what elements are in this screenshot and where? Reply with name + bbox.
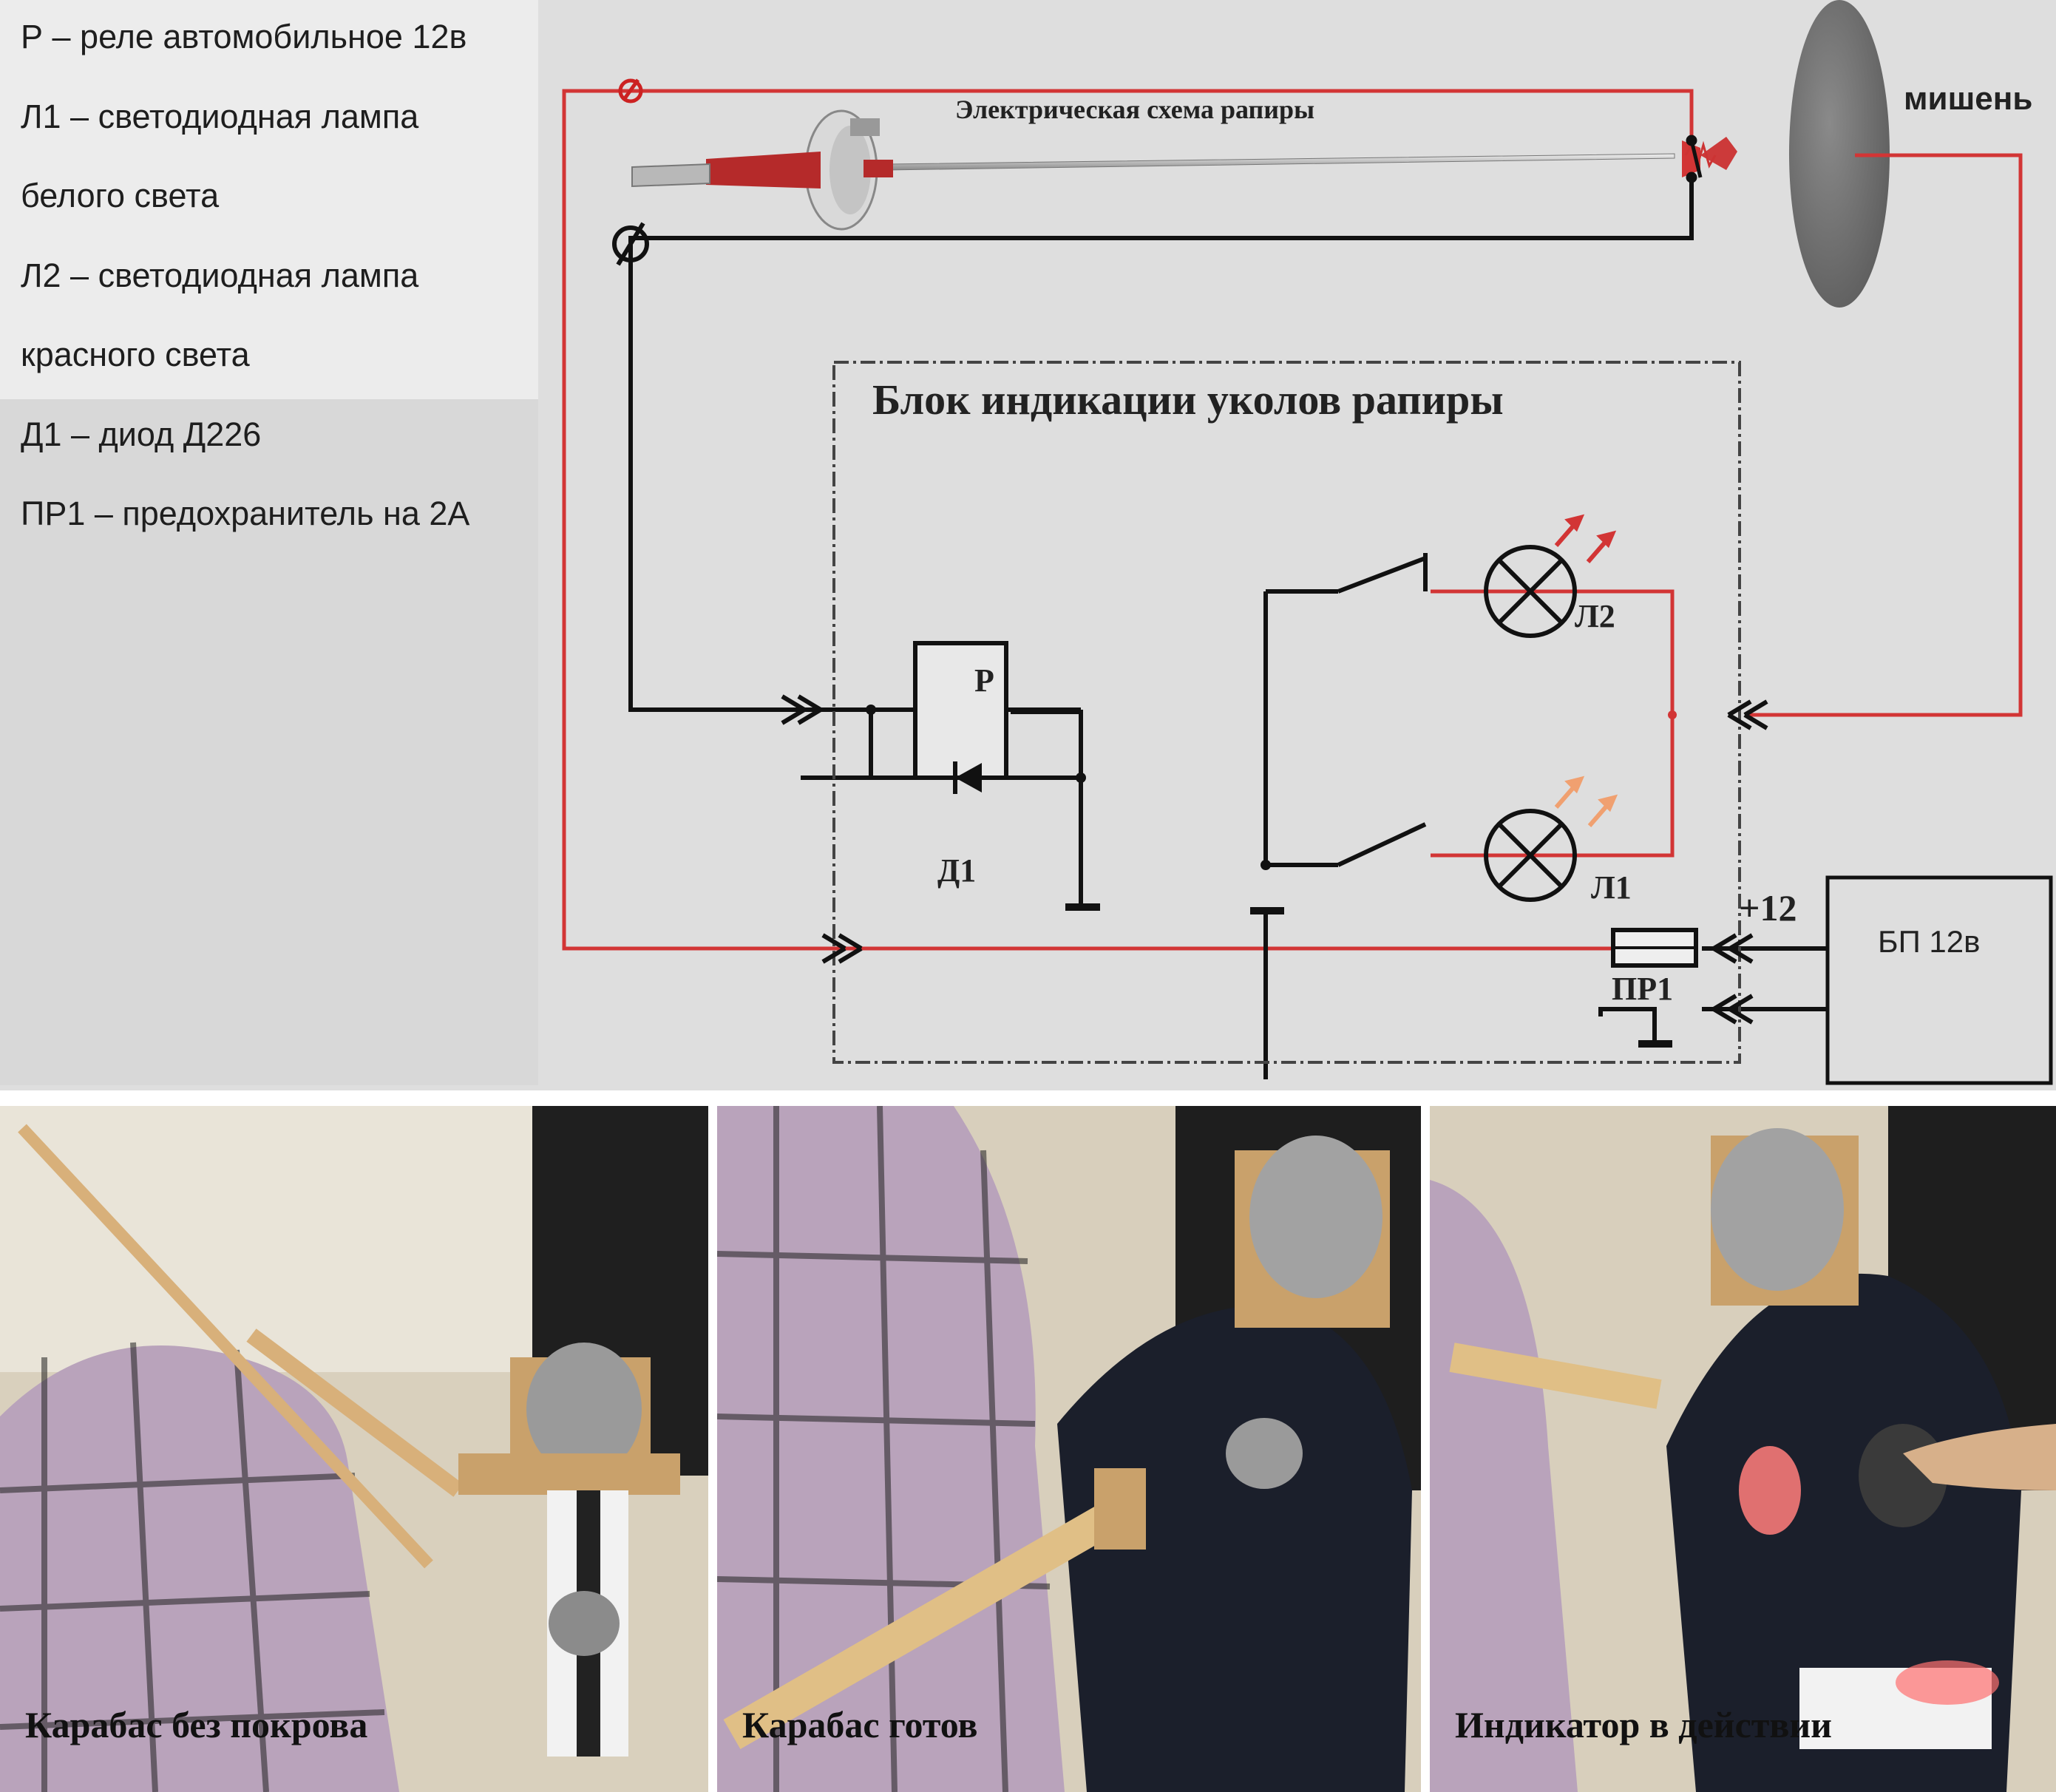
legend-item: красного света xyxy=(21,336,250,373)
lamp-2-label: Л2 xyxy=(1575,598,1615,634)
target-disc: мишень xyxy=(1789,0,2032,308)
connector-symbols xyxy=(618,78,643,103)
lamp-1 xyxy=(1484,775,1618,902)
relay-label: Р xyxy=(974,662,994,699)
fuse-label: ПР1 xyxy=(1612,971,1673,1007)
photo-caption: Индикатор в действии xyxy=(1455,1704,1832,1745)
photo-image xyxy=(0,1106,708,1792)
photo-caption: Карабас без покрова xyxy=(25,1704,368,1745)
rapier-connector xyxy=(612,222,649,266)
photo-without-cover: Карабас без покрова xyxy=(0,1106,708,1792)
legend-item: Л1 – светодиодная лампа xyxy=(21,97,419,135)
lamp-1-label: Л1 xyxy=(1591,869,1632,906)
connector-arrows xyxy=(781,694,1768,1025)
block-title: Блок индикации уколов рапиры xyxy=(872,376,1504,424)
legend-item: ПР1 – предохранитель на 2А xyxy=(21,495,470,532)
rapier-point xyxy=(1682,137,1737,177)
legend-panel: Р – реле автомобильное 12в Л1 – светодио… xyxy=(0,0,538,1085)
fuse-symbol: ПР1 xyxy=(1611,928,1698,1007)
indication-block: Блок индикации уколов рапиры xyxy=(832,361,1741,1064)
rapier-image: Электрическая схема рапиры xyxy=(631,95,1737,231)
legend-item: Д1 – диод Д226 xyxy=(21,415,262,453)
lamp-2 xyxy=(1484,514,1617,638)
target-label: мишень xyxy=(1904,81,2032,117)
legend-background xyxy=(0,0,538,399)
legend-item: белого света xyxy=(21,177,220,214)
legend-item: Р – реле автомобильное 12в xyxy=(21,18,467,55)
legend-item: Л2 – светодиодная лампа xyxy=(21,256,419,294)
psu-label: БП 12в xyxy=(1878,924,1980,959)
photo-caption: Карабас готов xyxy=(742,1704,978,1745)
rapier-switch xyxy=(1686,135,1703,183)
photo-indicator-in-action: Индикатор в действии xyxy=(1430,1106,2056,1792)
diode-label: Д1 xyxy=(937,852,976,889)
red-wires xyxy=(562,89,2023,951)
photo-image xyxy=(1430,1106,2056,1792)
photo-image xyxy=(717,1106,1421,1792)
diode-symbol: Д1 xyxy=(937,761,1086,889)
voltage-label: +12 xyxy=(1739,887,1797,929)
power-supply: БП 12в xyxy=(1825,875,2053,1085)
photo-ready: Карабас готов xyxy=(717,1106,1421,1792)
legend-list: Р – реле автомобильное 12в Л1 – светодио… xyxy=(21,10,469,567)
rapier-title: Электрическая схема рапиры xyxy=(955,95,1314,124)
